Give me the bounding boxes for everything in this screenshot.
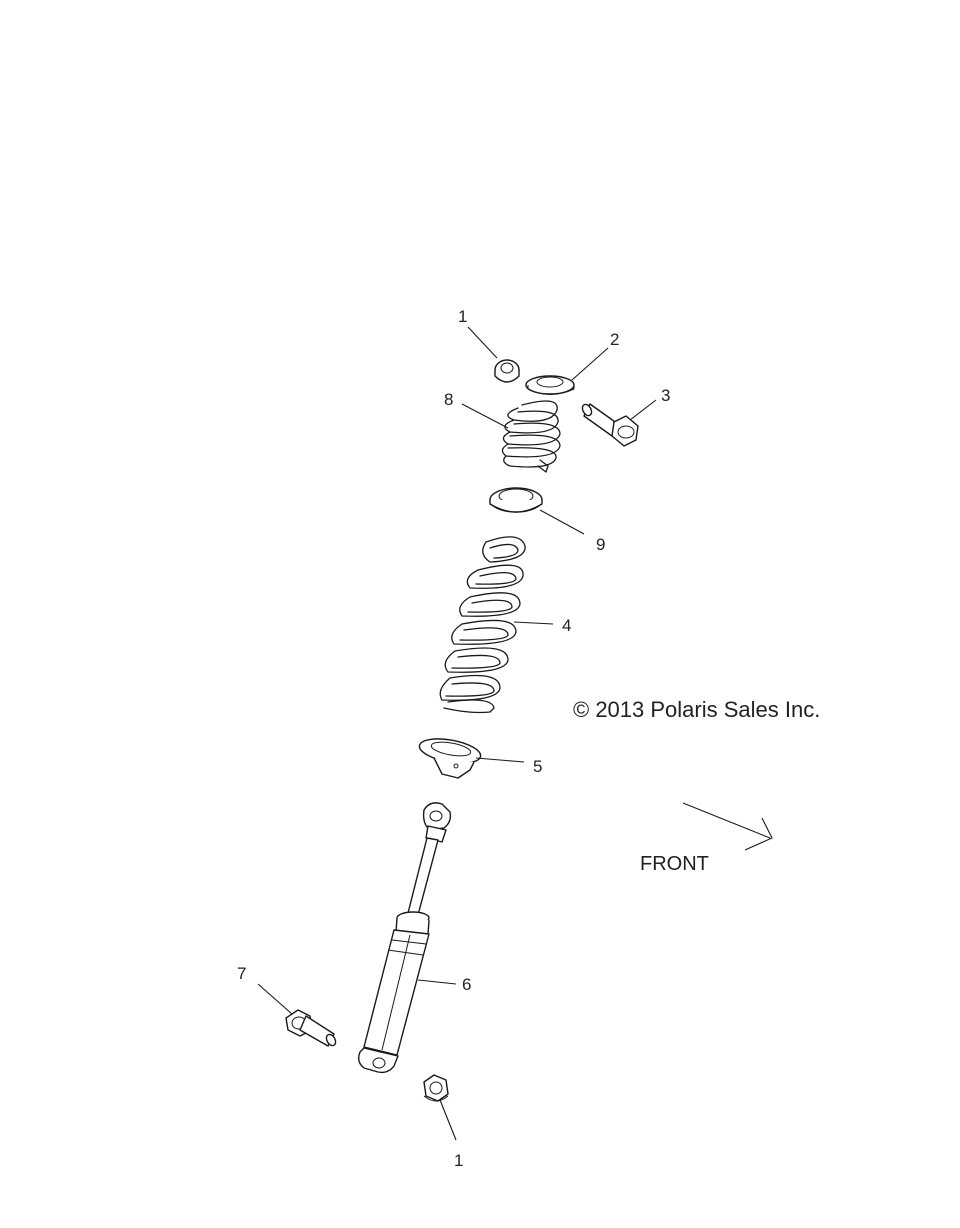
copyright-notice: © 2013 Polaris Sales Inc. — [573, 697, 820, 722]
shock-absorber — [357, 802, 452, 1074]
callout-lower-seat: 5 — [533, 757, 542, 776]
tender-spring — [501, 400, 561, 473]
callout-bolt-top: 3 — [661, 386, 670, 405]
callout-main-spring: 4 — [562, 616, 571, 635]
callout-tender-spring: 8 — [444, 390, 453, 409]
flange-nut-top — [494, 359, 520, 383]
bolt-bottom — [285, 1009, 337, 1047]
bolt-top — [581, 403, 639, 447]
main-spring — [439, 536, 526, 714]
flange-nut-bottom — [423, 1074, 449, 1102]
lower-spring-seat — [418, 738, 482, 779]
leader-lines — [257, 326, 657, 1141]
callout-bottom-nut: 1 — [454, 1151, 463, 1170]
callout-crossover: 9 — [596, 535, 605, 554]
spring-retainer — [525, 375, 575, 395]
front-arrow-icon — [682, 802, 771, 839]
callout-retainer: 2 — [610, 330, 619, 349]
callout-shock: 6 — [462, 975, 471, 994]
front-direction-indicator: FRONT — [640, 802, 773, 875]
callouts: 1 2 3 8 9 4 5 6 7 1 — [237, 307, 670, 1170]
crossover-ring — [489, 487, 543, 513]
front-label: FRONT — [640, 853, 709, 875]
callout-bolt-bottom: 7 — [237, 964, 246, 983]
callout-top-nut: 1 — [458, 307, 467, 326]
